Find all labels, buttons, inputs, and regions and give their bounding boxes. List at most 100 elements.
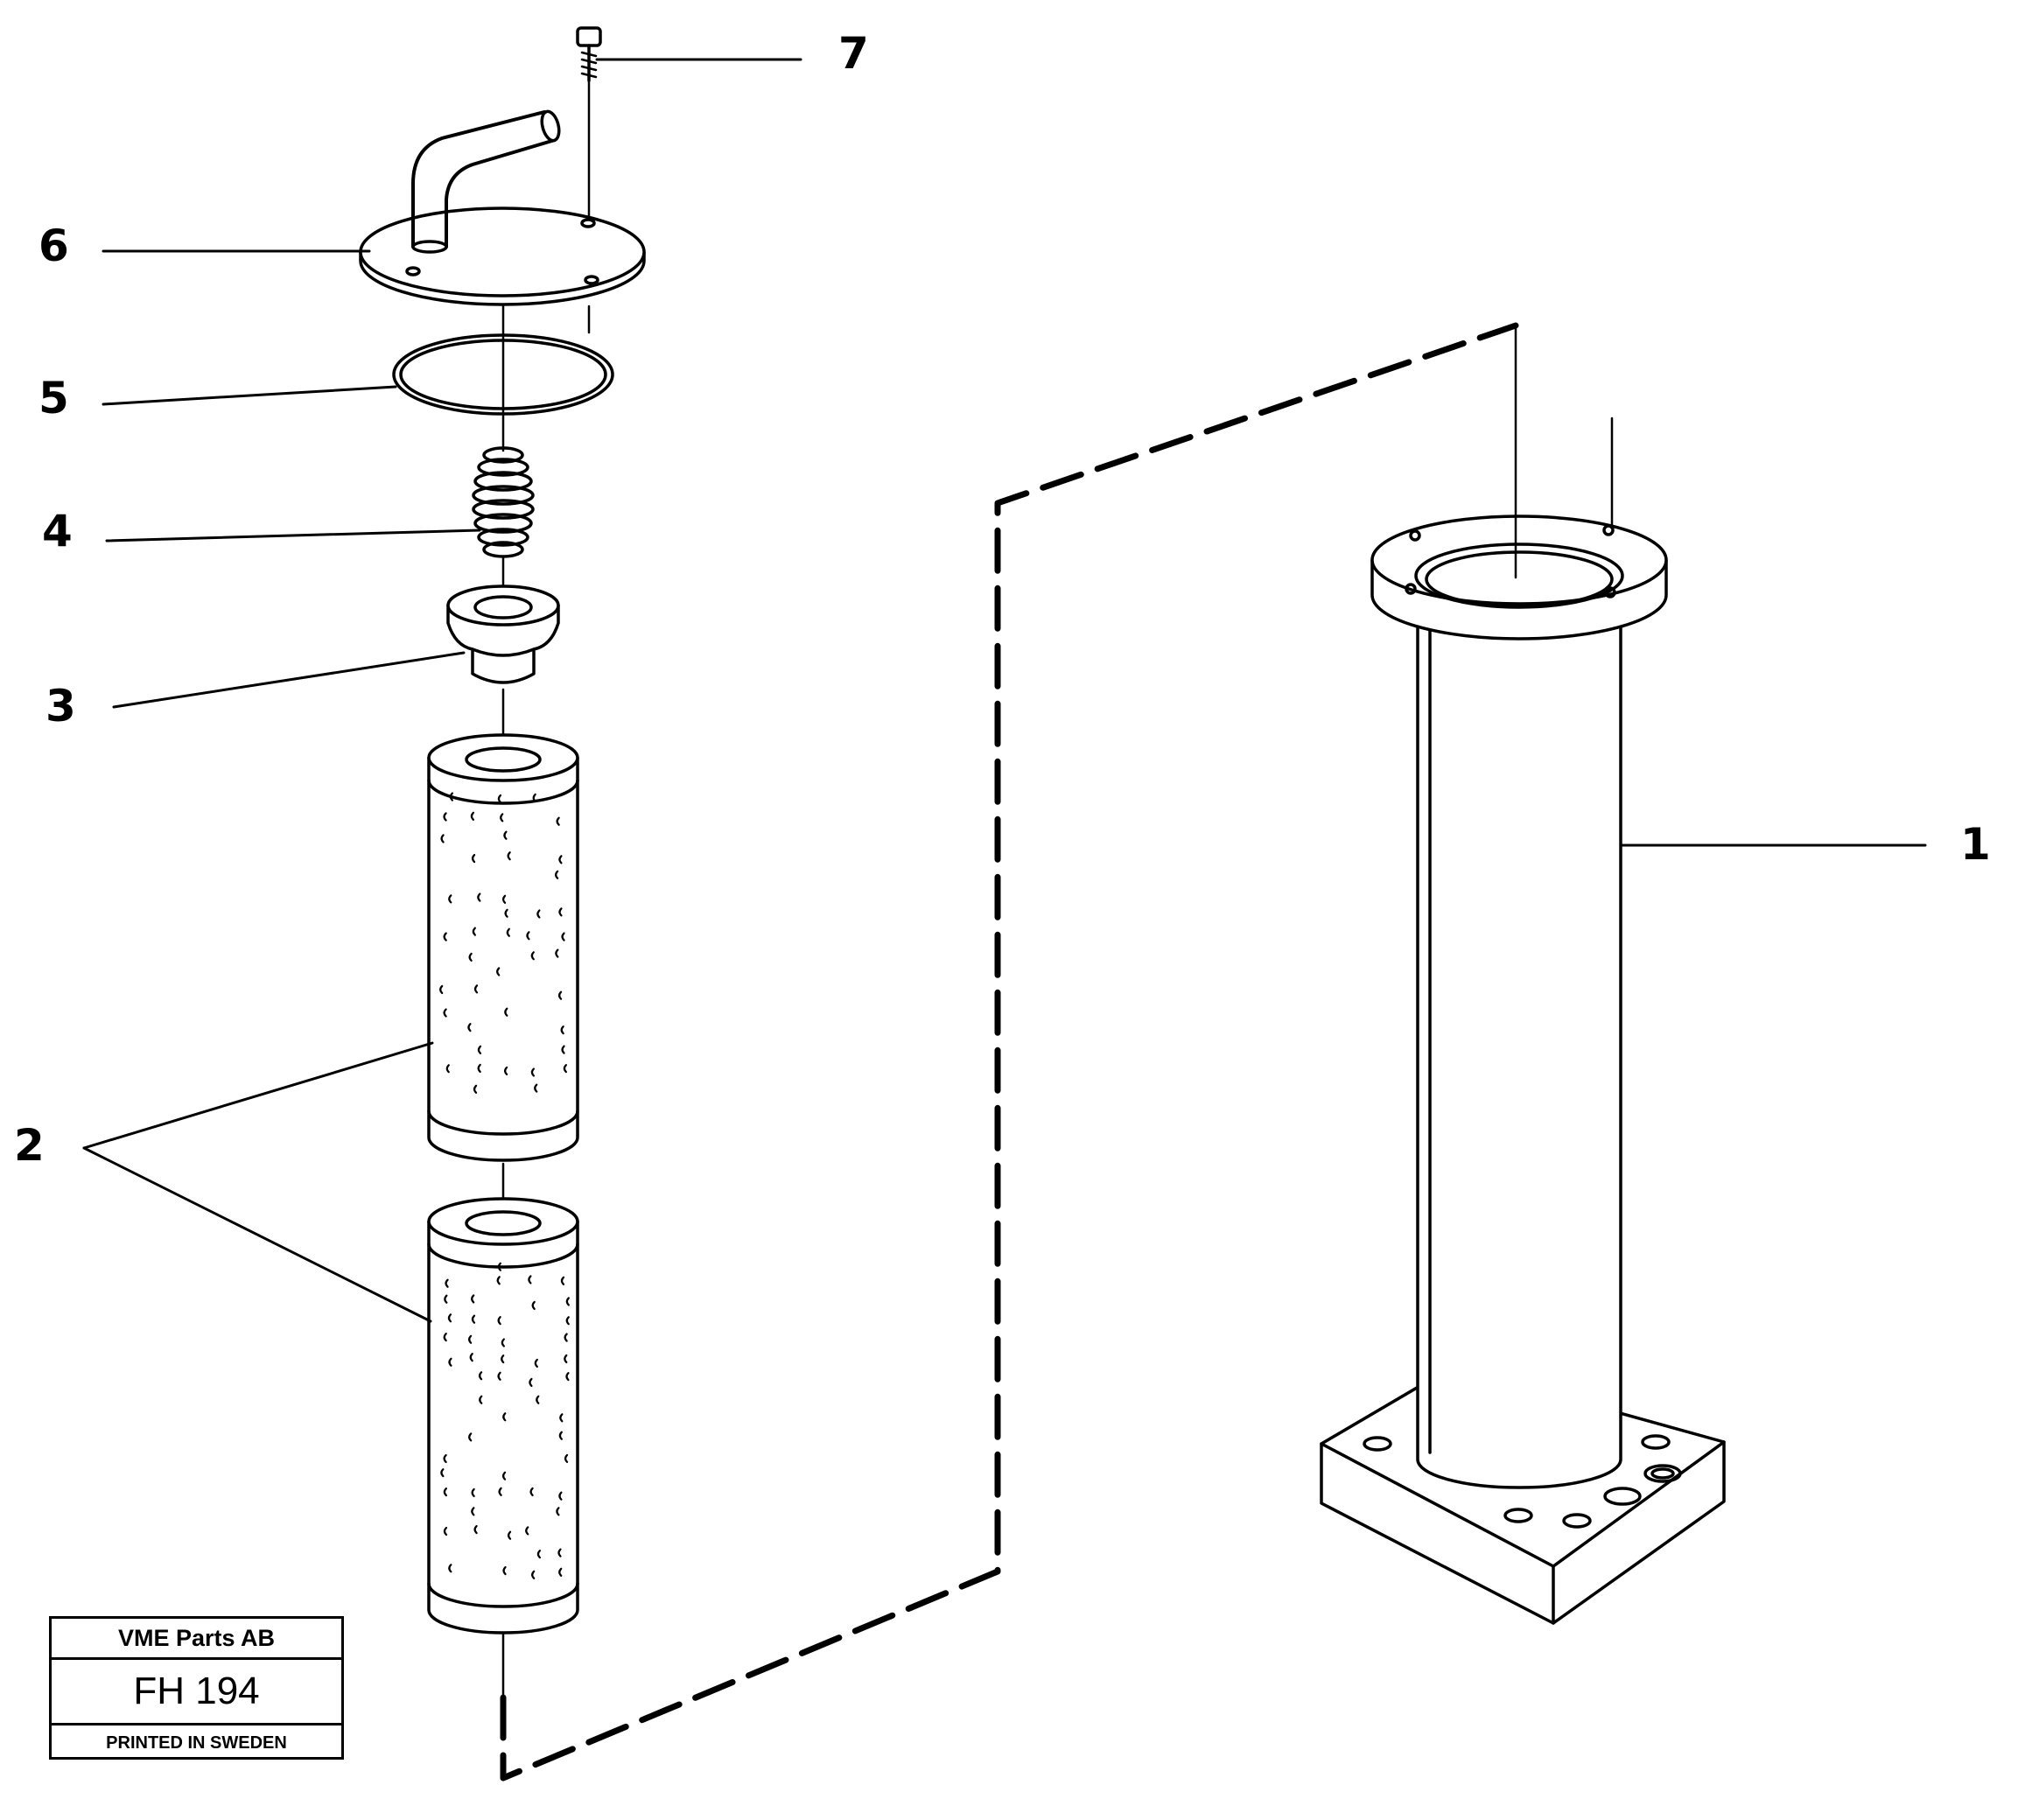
perforation-mark bbox=[497, 1371, 501, 1381]
filter-housing-part bbox=[1320, 514, 1726, 1625]
perforation-mark bbox=[534, 1083, 538, 1093]
perforation-mark bbox=[443, 932, 447, 942]
perforation-mark bbox=[468, 952, 473, 962]
perforation-mark bbox=[471, 1314, 476, 1324]
perforation-mark bbox=[558, 990, 563, 1000]
perforation-mark bbox=[500, 813, 504, 822]
perforation-mark bbox=[563, 1064, 568, 1074]
perforation-mark bbox=[530, 1068, 536, 1077]
callout-4: 4 bbox=[42, 506, 73, 556]
perforation-mark bbox=[558, 1567, 563, 1577]
perforation-mark bbox=[439, 984, 444, 995]
dashed-assembly-route bbox=[500, 322, 1519, 1782]
perforation-mark bbox=[468, 1432, 473, 1442]
perforation-mark bbox=[529, 1487, 534, 1497]
perforation-mark bbox=[443, 1333, 447, 1342]
perforation-mark bbox=[473, 984, 479, 994]
printed-note: PRINTED IN SWEDEN bbox=[106, 1733, 287, 1753]
perforation-mark bbox=[445, 1064, 450, 1074]
perforation-mark bbox=[470, 811, 475, 821]
perforation-mark bbox=[531, 1300, 536, 1311]
perforation-mark bbox=[507, 1530, 512, 1540]
perforation-mark bbox=[471, 1488, 475, 1498]
perforation-mark bbox=[443, 1453, 447, 1464]
perforation-mark bbox=[531, 1570, 536, 1579]
perforation-mark bbox=[565, 1316, 570, 1326]
filter-cartridge-lower bbox=[427, 1197, 579, 1634]
perforation-mark bbox=[448, 1564, 452, 1573]
callout-3: 3 bbox=[46, 681, 76, 732]
perforation-mark bbox=[467, 1023, 472, 1032]
perforation-mark bbox=[536, 1550, 542, 1559]
perforation-mark bbox=[448, 1357, 452, 1367]
perforation-mark bbox=[501, 1471, 507, 1480]
perforation-mark bbox=[443, 1008, 447, 1018]
perforation-mark bbox=[471, 853, 476, 864]
perforation-mark bbox=[440, 1468, 445, 1478]
title-block: VME Parts AB FH 194 PRINTED IN SWEDEN bbox=[49, 1616, 344, 1760]
perforation-mark bbox=[498, 1487, 502, 1496]
perforation-mark bbox=[560, 1276, 565, 1285]
perforation-mark bbox=[529, 1377, 533, 1388]
perforation-mark bbox=[443, 1488, 447, 1497]
perforation-mark bbox=[564, 1354, 568, 1364]
perforation-mark bbox=[504, 908, 508, 918]
perforation-mark bbox=[532, 793, 536, 802]
perforation-mark bbox=[564, 1453, 569, 1463]
perforation-mark bbox=[497, 794, 502, 804]
perforation-mark bbox=[501, 1338, 505, 1348]
perforation-mark bbox=[558, 1431, 563, 1440]
perforation-mark bbox=[472, 927, 476, 936]
perforation-mark bbox=[468, 1334, 473, 1344]
perforation-mark bbox=[443, 1526, 448, 1536]
perforation-mark bbox=[536, 1395, 540, 1404]
perforation-mark bbox=[560, 1026, 564, 1035]
perforation-mark bbox=[526, 931, 530, 941]
perforation-mark bbox=[471, 1507, 475, 1516]
perforation-mark bbox=[558, 855, 563, 864]
perforation-mark bbox=[496, 1276, 501, 1285]
perforation-mark bbox=[556, 816, 560, 826]
perforation-mark bbox=[473, 1084, 478, 1094]
perforation-mark bbox=[501, 1354, 505, 1364]
perforation-mark bbox=[561, 932, 565, 942]
perforation-mark bbox=[443, 812, 447, 822]
perforation-mark bbox=[530, 951, 535, 961]
callout-7: 7 bbox=[838, 28, 869, 79]
assembly-lines bbox=[501, 79, 1614, 1699]
perforation-mark bbox=[555, 870, 559, 879]
perforation-mark bbox=[565, 1297, 570, 1306]
perforation-mark bbox=[507, 851, 511, 861]
perforation-mark bbox=[447, 1313, 452, 1323]
leader-lines bbox=[82, 58, 1927, 1323]
perforation-mark bbox=[444, 1294, 448, 1304]
seat-part bbox=[446, 584, 560, 684]
perforation-mark bbox=[445, 1278, 449, 1288]
perforation-mark bbox=[449, 792, 453, 802]
perforation-mark bbox=[564, 1333, 568, 1342]
perforation-mark bbox=[506, 928, 510, 937]
callout-5: 5 bbox=[39, 373, 69, 424]
perforation-mark bbox=[477, 1045, 482, 1054]
perforation-mark bbox=[497, 1262, 501, 1271]
perforation-mark bbox=[469, 1353, 473, 1362]
perforation-mark bbox=[477, 892, 481, 902]
perforation-mark bbox=[471, 1294, 475, 1304]
perforation-mark bbox=[479, 1395, 483, 1404]
spring-part bbox=[472, 446, 535, 558]
perforation-mark bbox=[504, 1066, 508, 1075]
callout-1: 1 bbox=[1960, 819, 1991, 870]
perforation-mark bbox=[528, 1275, 532, 1284]
perforation-mark bbox=[555, 948, 559, 958]
perforation-mark bbox=[503, 830, 508, 840]
perforation-mark bbox=[565, 1372, 570, 1382]
perforation-mark bbox=[448, 894, 452, 904]
filter-cartridge-upper bbox=[427, 733, 579, 1162]
perforation-mark bbox=[502, 1412, 507, 1422]
perforation-mark bbox=[497, 1316, 501, 1326]
perforation-mark bbox=[556, 1507, 560, 1516]
company-name: VME Parts AB bbox=[52, 1619, 341, 1660]
perforation-mark bbox=[558, 907, 563, 917]
perforation-mark bbox=[536, 909, 541, 919]
